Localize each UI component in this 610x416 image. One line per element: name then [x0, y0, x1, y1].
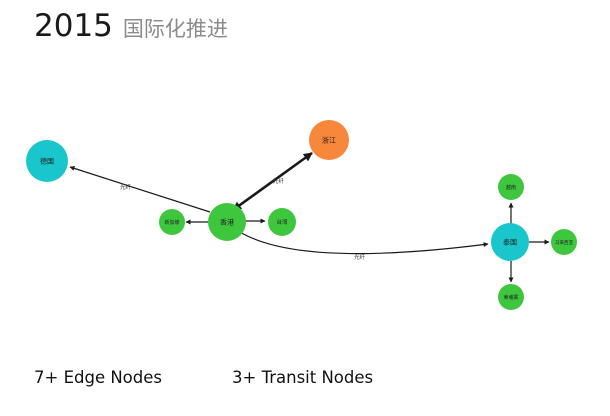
node-label-thailand: 泰国 — [503, 238, 517, 247]
node-label-malaysia: 马来西亚 — [555, 239, 573, 246]
node-zhejiang: 浙江 — [309, 120, 349, 160]
node-taiwan: 台湾 — [268, 208, 296, 236]
green-circle-icon — [498, 174, 524, 200]
transit-nodes-count: 3+ Transit Nodes — [232, 368, 374, 387]
edge-label-hongkong-germany: 光纤 — [120, 183, 132, 191]
edge-label-hongkong-zhejiang: 光纤 — [273, 177, 285, 185]
node-cambodia: 柬埔寨 — [498, 284, 524, 310]
edge-nodes-count: 7+ Edge Nodes — [34, 368, 162, 387]
orange-circle-icon — [309, 120, 349, 160]
node-label-hongkong: 香港 — [220, 218, 234, 227]
node-label-singapore: 新加坡 — [164, 219, 179, 226]
node-label-taiwan: 台湾 — [276, 218, 288, 226]
edge-hongkong-thailand — [239, 231, 489, 255]
edge-hongkong-zhejiang — [232, 151, 313, 212]
node-label-cambodia: 柬埔寨 — [503, 294, 518, 301]
node-hongkong: 香港 — [208, 203, 246, 241]
node-label-zhejiang: 浙江 — [322, 136, 336, 145]
node-thailand: 泰国 — [491, 223, 529, 261]
node-label-germany: 德国 — [40, 157, 54, 166]
title-text: 国际化推进 — [122, 17, 228, 41]
green-circle-icon — [268, 208, 296, 236]
title-year: 2015 — [34, 8, 113, 44]
cyan-circle-icon — [491, 223, 529, 261]
green-circle-icon — [551, 229, 577, 255]
node-malaysia: 马来西亚 — [551, 229, 577, 255]
slide-title: 2015 国际化推进 — [34, 8, 228, 44]
node-singapore: 新加坡 — [159, 209, 185, 235]
edge-hongkong-germany — [69, 165, 211, 213]
green-circle-icon — [159, 209, 185, 235]
cyan-circle-icon — [26, 140, 68, 182]
node-germany: 德国 — [26, 140, 68, 182]
green-circle-icon — [208, 203, 246, 241]
green-circle-icon — [498, 284, 524, 310]
edge-label-hongkong-thailand: 光纤 — [354, 253, 366, 261]
node-label-vietnam: 越南 — [506, 184, 516, 191]
node-vietnam: 越南 — [498, 174, 524, 200]
